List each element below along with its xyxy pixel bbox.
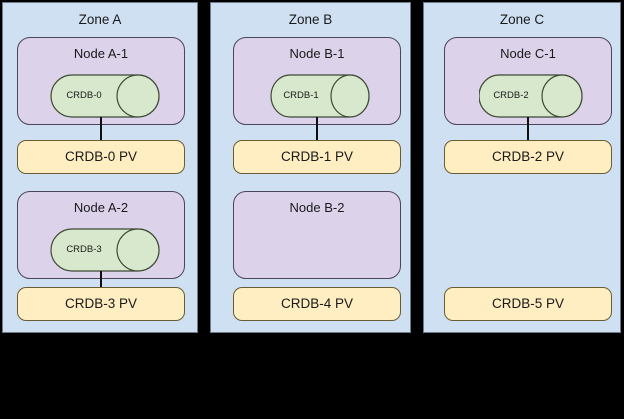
zone-panel-b: Zone B Node B-1 CRDB-1 CRDB-1 PV Node B-…	[210, 2, 411, 333]
node-box-b-2: Node B-2	[233, 191, 401, 279]
connector-node-c-1-to-pv	[527, 117, 529, 141]
cylinder-shape	[479, 74, 583, 118]
pv-label-crdb-2: CRDB-2 PV	[491, 149, 564, 164]
connector-node-b-1-to-pv	[316, 117, 318, 141]
database-cylinder-crdb-0: CRDB-0	[50, 74, 160, 118]
pv-box-crdb-5: CRDB-5 PV	[444, 287, 612, 321]
database-label-crdb-1: CRDB-1	[283, 90, 319, 101]
connector-node-a-1-to-pv	[100, 117, 102, 141]
zone-title-a: Zone A	[78, 12, 122, 27]
pv-box-crdb-2: CRDB-2 PV	[444, 140, 612, 174]
pv-label-crdb-3: CRDB-3 PV	[64, 296, 137, 311]
node-box-b-1: Node B-1 CRDB-1	[233, 37, 401, 125]
database-cylinder-crdb-2: CRDB-2	[479, 74, 583, 118]
pv-box-crdb-3: CRDB-3 PV	[17, 287, 185, 321]
pv-label-crdb-4: CRDB-4 PV	[280, 296, 353, 311]
node-title-a-1: Node A-1	[73, 46, 129, 61]
node-box-a-2: Node A-2 CRDB-3	[17, 191, 185, 279]
database-label-crdb-2: CRDB-2	[493, 90, 529, 101]
cylinder-shape	[50, 74, 160, 118]
node-title-b-2: Node B-2	[289, 200, 345, 215]
database-cylinder-crdb-3: CRDB-3	[50, 228, 160, 272]
pv-box-crdb-4: CRDB-4 PV	[233, 287, 401, 321]
zone-panel-a: Zone A Node A-1 CRDB-0 CRDB-0 PV Node A-…	[2, 2, 198, 333]
database-label-crdb-0: CRDB-0	[66, 90, 102, 101]
node-box-c-1: Node C-1 CRDB-2	[444, 37, 612, 125]
node-title-b-1: Node B-1	[289, 46, 345, 61]
connector-node-a-2-to-pv	[100, 271, 102, 295]
node-title-c-1: Node C-1	[500, 46, 556, 61]
zone-title-b: Zone B	[288, 12, 333, 27]
cylinder-shape	[50, 228, 160, 272]
cylinder-shape	[270, 74, 370, 118]
node-box-a-1: Node A-1 CRDB-0	[17, 37, 185, 125]
pv-box-crdb-0: CRDB-0 PV	[17, 140, 185, 174]
pv-label-crdb-0: CRDB-0 PV	[64, 149, 137, 164]
database-label-crdb-3: CRDB-3	[66, 244, 102, 255]
pv-label-crdb-5: CRDB-5 PV	[491, 296, 564, 311]
database-cylinder-crdb-1: CRDB-1	[270, 74, 370, 118]
pv-box-crdb-1: CRDB-1 PV	[233, 140, 401, 174]
node-title-a-2: Node A-2	[73, 200, 129, 215]
zone-panel-c: Zone C Node C-1 CRDB-2 CRDB-2 PV CRDB-5 …	[423, 2, 621, 333]
pv-label-crdb-1: CRDB-1 PV	[280, 149, 353, 164]
zone-title-c: Zone C	[499, 12, 545, 27]
